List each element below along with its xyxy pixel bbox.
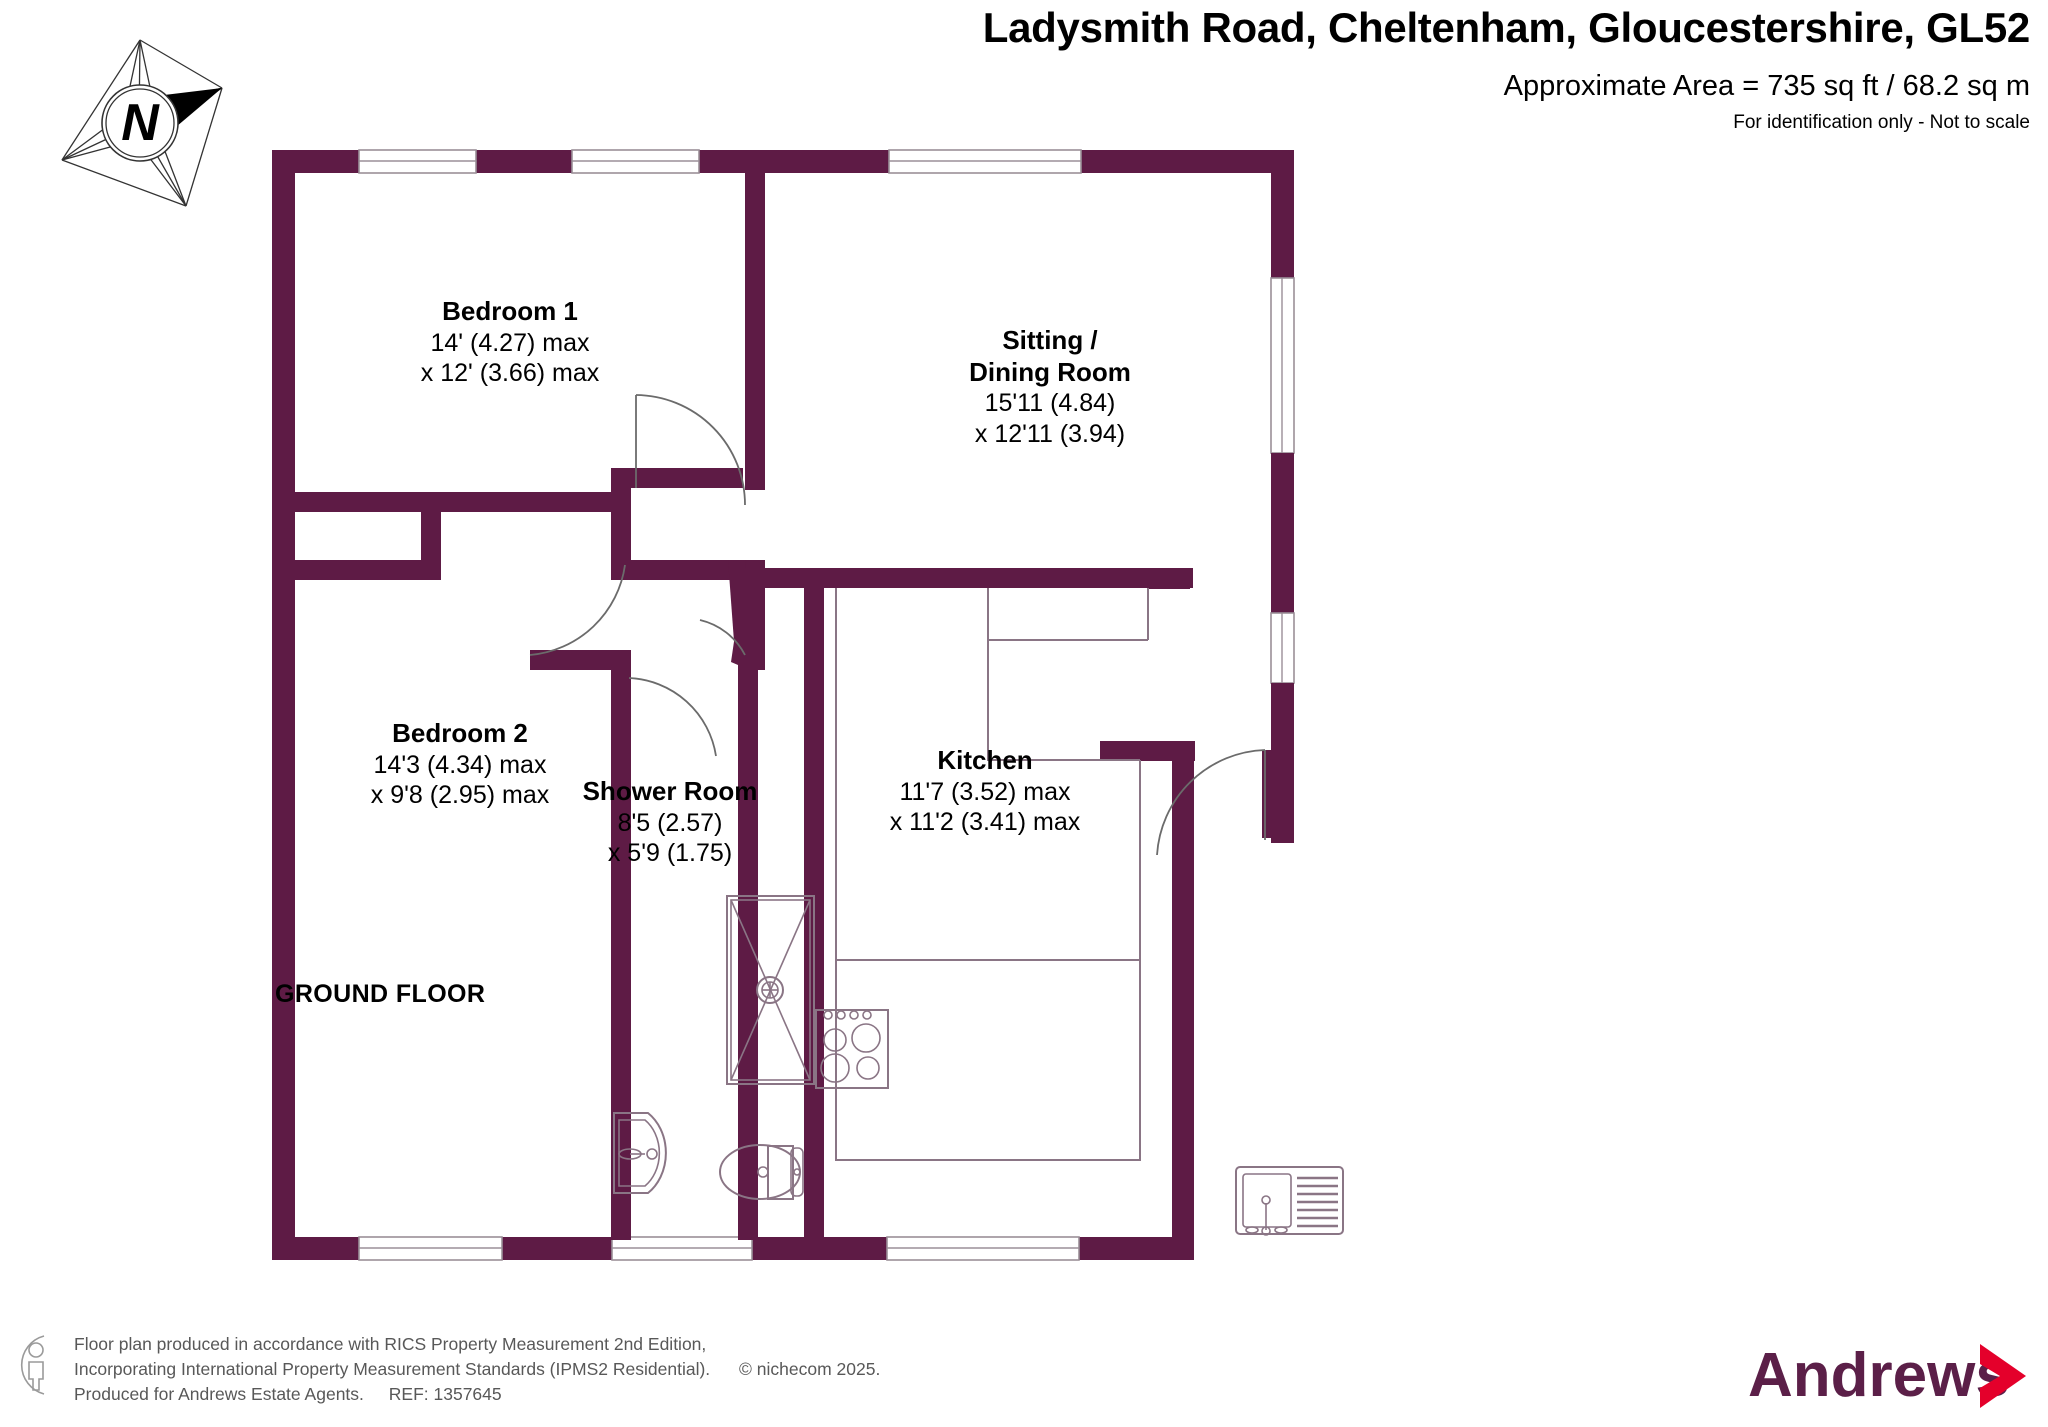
floor-level-caption: GROUND FLOOR [275, 980, 486, 1008]
room-label-bedroom-1: Bedroom 1 14' (4.27) max x 12' (3.66) ma… [330, 296, 690, 389]
footer-line-2: Incorporating International Property Mea… [74, 1358, 711, 1379]
footer-line-1: Floor plan produced in accordance with R… [74, 1334, 707, 1354]
room-dim2-sitting: x 12'11 (3.94) [974, 419, 1126, 448]
toilet-icon [719, 1144, 804, 1200]
exterior-walls [272, 149, 1295, 1261]
footer-reference: REF: 1357645 [388, 1383, 502, 1404]
page-title: Ladysmith Road, Cheltenham, Gloucestersh… [982, 4, 2031, 51]
room-dim2-bedroom-2: x 9'8 (2.95) max [370, 781, 550, 810]
shower-tray-icon [726, 895, 815, 1085]
chevron-icon [1980, 1344, 2026, 1408]
room-dim1-sitting: 15'11 (4.84) [984, 389, 1116, 418]
shower-room-fixtures [613, 895, 815, 1200]
room-name-bedroom-1: Bedroom 1 [442, 296, 578, 326]
room-dim2-bedroom-1: x 12' (3.66) max [420, 359, 600, 388]
footer-disclaimer: Floor plan produced in accordance with R… [74, 1332, 880, 1407]
room-name-sitting-line2: Dining Room [969, 356, 1131, 387]
room-dim1-bedroom-2: 14'3 (4.34) max [373, 750, 547, 779]
room-dim2-kitchen: x 11'2 (3.41) max [889, 808, 1081, 837]
andrews-wordmark: Andrews [1748, 1341, 2010, 1410]
andrews-logo[interactable]: Andrews [1748, 1336, 2026, 1416]
room-dim2-shower-room: x 5'9 (1.75) [607, 839, 733, 868]
cooker-hob-icon [815, 1009, 889, 1089]
room-name-sitting-line1: Sitting / [1002, 325, 1098, 355]
person-icon [20, 1335, 45, 1395]
kitchen-fixtures [815, 588, 1344, 1236]
footer-line-3: Produced for Andrews Estate Agents. [74, 1383, 364, 1404]
room-name-kitchen: Kitchen [937, 745, 1033, 775]
scale-disclaimer-text: For identification only - Not to scale [1733, 112, 2030, 133]
room-label-sitting-dining-room: Sitting / Dining Room 15'11 (4.84) x 12'… [870, 325, 1230, 449]
room-name-shower-room: Shower Room [582, 776, 758, 806]
sitting-room-unit-outline [988, 588, 1149, 641]
room-dim1-kitchen: 11'7 (3.52) max [899, 777, 1071, 806]
room-label-kitchen: Kitchen 11'7 (3.52) max x 11'2 (3.41) ma… [805, 745, 1165, 838]
footer-copyright: © nichecom 2025. [739, 1358, 881, 1379]
north-arrow-compass: N [61, 39, 223, 207]
room-name-bedroom-2: Bedroom 2 [392, 718, 528, 748]
door-swings [529, 394, 1266, 856]
room-dim1-bedroom-1: 14' (4.27) max [430, 328, 590, 357]
interior-walls [295, 150, 1193, 1240]
wash-basin-icon [613, 1112, 667, 1194]
room-dim1-shower-room: 8'5 (2.57) [617, 808, 723, 837]
compass-north-letter: N [121, 94, 160, 152]
room-label-shower-room: Shower Room 8'5 (2.57) x 5'9 (1.75) [490, 776, 850, 869]
footer: Floor plan produced in accordance with R… [0, 1330, 2048, 1427]
kitchen-sink-icon [1235, 1166, 1344, 1236]
room-label-bedroom-2: Bedroom 2 14'3 (4.34) max x 9'8 (2.95) m… [280, 718, 640, 811]
approximate-area-text: Approximate Area = 735 sq ft / 68.2 sq m [1503, 70, 2030, 102]
compass-inner-circle [105, 88, 175, 158]
